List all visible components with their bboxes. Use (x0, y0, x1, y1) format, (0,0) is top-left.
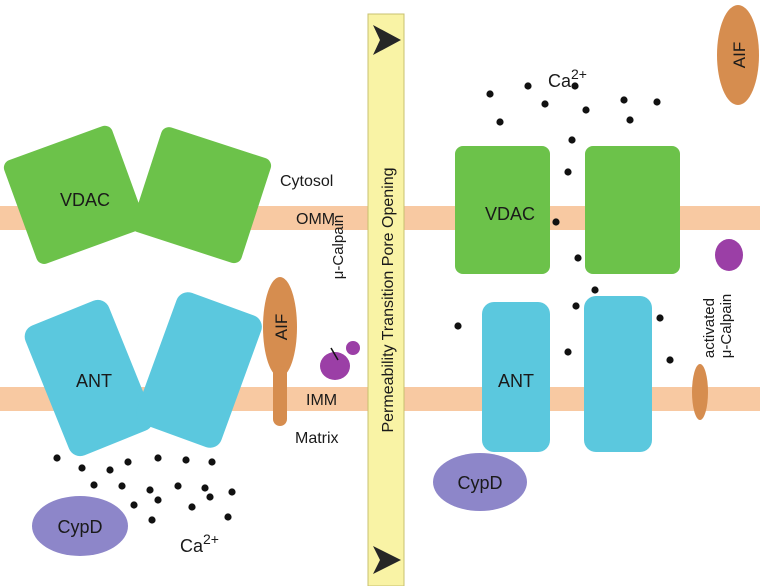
left-vdac-complex: VDAC (3, 125, 272, 264)
calpain-body (320, 352, 350, 380)
activated-calpain-body (715, 239, 743, 271)
left-aif-label: AIF (272, 314, 291, 340)
left-cypd-label: CypD (57, 517, 102, 537)
activated-calpain-line1: activated (701, 298, 718, 358)
activated-calpain-label: activated μ-Calpain (701, 294, 735, 359)
calcium-ion (208, 458, 216, 466)
calcium-ion (541, 100, 549, 108)
omm-label: OMM (296, 211, 335, 228)
left-calcium-charge: 2+ (203, 531, 219, 547)
right-calcium-base: Ca (548, 71, 572, 91)
left-aif-body (263, 277, 297, 377)
calcium-ion (626, 116, 634, 124)
calcium-ion (571, 82, 579, 90)
cytosol-label: Cytosol (280, 173, 333, 190)
right-cypd-label: CypD (457, 473, 502, 493)
calcium-ion (564, 168, 572, 176)
left-calcium-label: Ca2+ (180, 531, 219, 556)
calcium-ion (496, 118, 504, 126)
calcium-ion (552, 218, 560, 226)
left-ant-label: ANT (76, 371, 112, 391)
calcium-ion (182, 456, 190, 464)
left-aif-anchor (273, 366, 287, 426)
right-ant-complex: ANT (482, 296, 652, 452)
calcium-ion (53, 454, 61, 462)
imm-label: IMM (306, 392, 337, 409)
left-ant-subunit-a (24, 299, 154, 457)
calpain-pointer-line (330, 347, 339, 361)
calcium-ion (130, 501, 138, 509)
calcium-ion (574, 254, 582, 262)
calcium-ion (564, 348, 572, 356)
right-vdac-subunit-a (455, 146, 550, 274)
calcium-ion (78, 464, 86, 472)
right-calcium-charge: 2+ (571, 66, 587, 82)
calcium-ion (568, 136, 576, 144)
calpain-head (346, 341, 360, 355)
right-vdac-subunit-b (585, 146, 680, 274)
left-vdac-subunit-a (3, 125, 146, 264)
calcium-ion (653, 98, 661, 106)
right-calcium-label: Ca2+ (548, 66, 587, 91)
calcium-ion (201, 484, 209, 492)
calcium-ion (188, 503, 196, 511)
calcium-ion (206, 493, 214, 501)
calcium-ion (666, 356, 674, 364)
pore-opening-band (367, 13, 405, 586)
calcium-ion (486, 90, 494, 98)
right-cypd (433, 453, 527, 511)
activated-calpain-line2: μ-Calpain (718, 294, 735, 359)
right-aif-label: AIF (730, 42, 749, 68)
left-ant-complex: ANT (24, 292, 262, 457)
calpain-label: μ-Calpain (330, 215, 347, 280)
left-aif: AIF (263, 277, 297, 426)
matrix-label: Matrix (295, 430, 339, 447)
calcium-ion (106, 466, 114, 474)
calcium-ion (118, 482, 126, 490)
calcium-ion (591, 286, 599, 294)
calcium-ion (124, 458, 132, 466)
calcium-ion (146, 486, 154, 494)
calcium-ion (620, 96, 628, 104)
right-aif-anchor (692, 364, 708, 420)
left-vdac-subunit-b (131, 127, 272, 264)
right-ant-subunit-b (584, 296, 652, 452)
left-calcium-base: Ca (180, 536, 204, 556)
calcium-ion (228, 488, 236, 496)
calcium-ion (454, 322, 462, 330)
right-aif-body (717, 5, 759, 105)
left-ant-subunit-b (136, 292, 262, 448)
calcium-ion (524, 82, 532, 90)
right-aif: AIF (717, 5, 759, 105)
left-cypd (32, 496, 128, 556)
calcium-ion (90, 481, 98, 489)
calcium-ion (154, 496, 162, 504)
calcium-ion (582, 106, 590, 114)
calpain: μ-Calpain (320, 215, 360, 380)
arrow-icon-top (373, 25, 401, 55)
right-vdac-label: VDAC (485, 204, 535, 224)
calcium-ion (656, 314, 664, 322)
right-calcium-ions (454, 82, 674, 364)
pore-opening-label: Permeability Transition Pore Opening (380, 167, 397, 432)
calcium-ion (572, 302, 580, 310)
arrow-icon-bottom (373, 546, 401, 574)
calcium-ion (224, 513, 232, 521)
left-vdac-label: VDAC (60, 190, 110, 210)
right-vdac-complex: VDAC (455, 146, 680, 274)
right-ant-subunit-a (482, 302, 550, 452)
right-ant-label: ANT (498, 371, 534, 391)
calcium-ion (174, 482, 182, 490)
calcium-ion (154, 454, 162, 462)
calcium-ion (148, 516, 156, 524)
left-calcium-ions (53, 454, 236, 524)
